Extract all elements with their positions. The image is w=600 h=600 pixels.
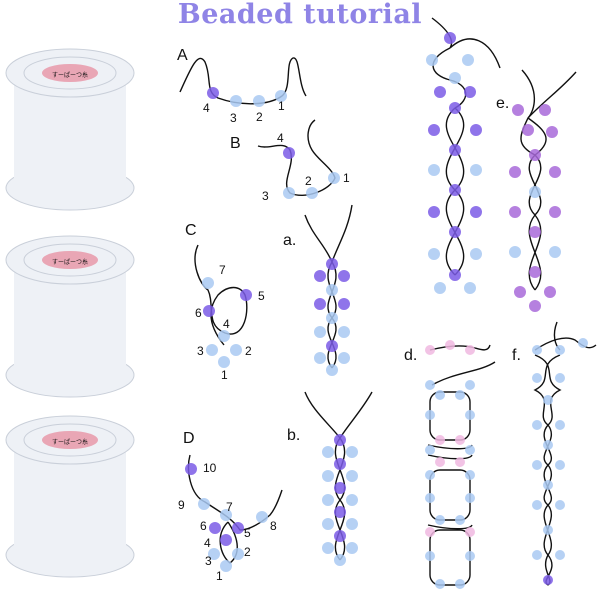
bead-number: 8 [270, 519, 277, 533]
bead-number: 1 [278, 99, 285, 113]
bead-number: 2 [305, 174, 312, 188]
bead-number: 3 [205, 554, 212, 568]
bead-number: 7 [226, 500, 233, 514]
pattern-label: d. [404, 347, 417, 364]
bead-number: 7 [219, 263, 226, 277]
bead-number: 9 [178, 498, 185, 512]
bead-number: 6 [200, 519, 207, 533]
pattern-d: d. [404, 340, 496, 589]
bead-number: 4 [203, 101, 210, 115]
step-letter: A [177, 47, 188, 64]
step-d: D 10 9 7 6 5 8 4 3 2 1 [178, 430, 283, 583]
pattern-f: f. [512, 321, 597, 586]
spool-label-text: すーぱーつ糸 [52, 71, 88, 79]
bead-number: 1 [221, 368, 228, 382]
spool-label-text: すーぱーつ糸 [52, 258, 88, 266]
pattern-label: a. [283, 232, 296, 249]
pattern-a: a. [283, 204, 353, 376]
bead-number: 1 [343, 171, 350, 185]
step-letter: D [183, 430, 195, 447]
pattern-long-chain [426, 17, 501, 294]
bead-number: 3 [262, 189, 269, 203]
bead-number: 6 [195, 306, 202, 320]
bead-number: 2 [256, 110, 263, 124]
bead-number: 5 [244, 526, 251, 540]
bead-number: 10 [203, 461, 217, 475]
pattern-b: b. [287, 391, 373, 566]
pattern-label: f. [512, 347, 521, 364]
bead-number: 4 [223, 317, 230, 331]
bead-number: 5 [258, 289, 265, 303]
thread-spool: すーぱーつ糸 [5, 415, 135, 578]
step-letter: C [185, 222, 197, 239]
bead-number: 3 [230, 111, 237, 125]
bead-number: 4 [204, 536, 211, 550]
page-title: Beaded tutorial [177, 0, 423, 30]
bead-number: 1 [216, 569, 223, 583]
step-a: A 4 3 2 1 [177, 47, 307, 125]
pattern-label: b. [287, 427, 300, 444]
pattern-label: e. [496, 95, 509, 112]
bead-number: 3 [197, 344, 204, 358]
thread-spool: すーぱーつ糸 [5, 235, 135, 398]
bead-number: 2 [244, 545, 251, 559]
step-c: C 7 5 6 4 3 2 1 [185, 222, 265, 382]
step-letter: B [230, 135, 241, 152]
spool-label-text: すーぱーつ糸 [52, 438, 88, 446]
step-b: B 4 3 2 1 [230, 119, 350, 203]
bead-number: 2 [245, 344, 252, 358]
bead-number: 4 [277, 131, 284, 145]
pattern-e: e. [496, 69, 577, 312]
thread-spool: すーぱーつ糸 [5, 48, 135, 211]
